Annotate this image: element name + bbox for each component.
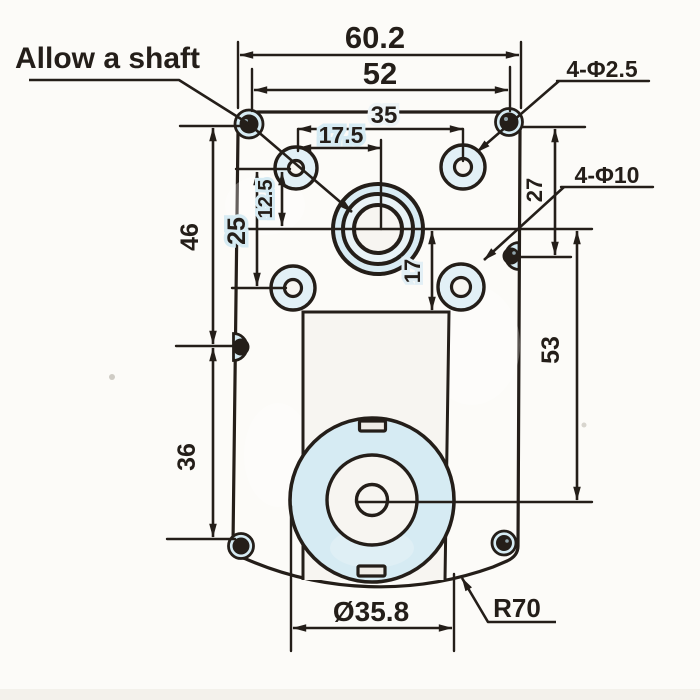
scan-speck [109,374,115,380]
leader-bottom-radius [460,577,556,624]
screw-bottom-right [496,535,512,551]
dim-right-upper: 27 [522,178,547,202]
small-holes-label: 4-Φ2.5 [566,56,638,82]
screw-bottom-left [232,537,250,555]
dim-shaft-offset: 12.5 [255,180,277,219]
dim-mount-width: 52 [363,56,397,91]
boss-diameter-label: Ø35.8 [333,596,409,627]
dim-overall-width: 60.2 [345,20,405,55]
dim-shaft-to-gearbox: 17 [400,259,425,283]
mount-hole-lower-right-bore [449,275,473,299]
dim-left-lower: 36 [173,443,201,471]
dim-hole-row-spacing: 25 [223,217,251,245]
bottom-radius-label: R70 [493,593,541,623]
screw-glint [505,539,509,543]
leader-small-holes [476,80,560,153]
scan-edge-shadow [0,689,700,700]
dim-left-upper: 46 [176,223,204,251]
dim-right-lower: 53 [537,336,565,364]
large-holes-label: 4-Φ10 [575,162,640,188]
screw-glint [504,117,508,121]
dim-upper-hole-span: 35 [371,102,398,129]
screw-mid-left [232,338,250,356]
extension-lines [165,40,594,653]
leader-lines [29,78,655,624]
gear-boss-top-slot [357,419,388,433]
screw-mid-right [502,247,520,265]
motor-body-outline [231,110,522,589]
shaft-note-label: Allow a shaft [15,42,200,75]
dim-hole-to-shaft: 17.5 [319,122,364,148]
dimension-lines [209,51,581,632]
gear-boss [288,416,456,584]
leader-shaft-note [29,78,353,213]
gear-output-shaft-hole [354,482,390,518]
screw-glint [512,251,516,255]
gear-boss-bottom-slot [356,564,387,578]
leader-large-holes [483,186,565,261]
labels: Allow a shaft 60.2 52 35 17.5 12.5 25 17… [15,20,640,630]
scan-speck [581,422,587,428]
